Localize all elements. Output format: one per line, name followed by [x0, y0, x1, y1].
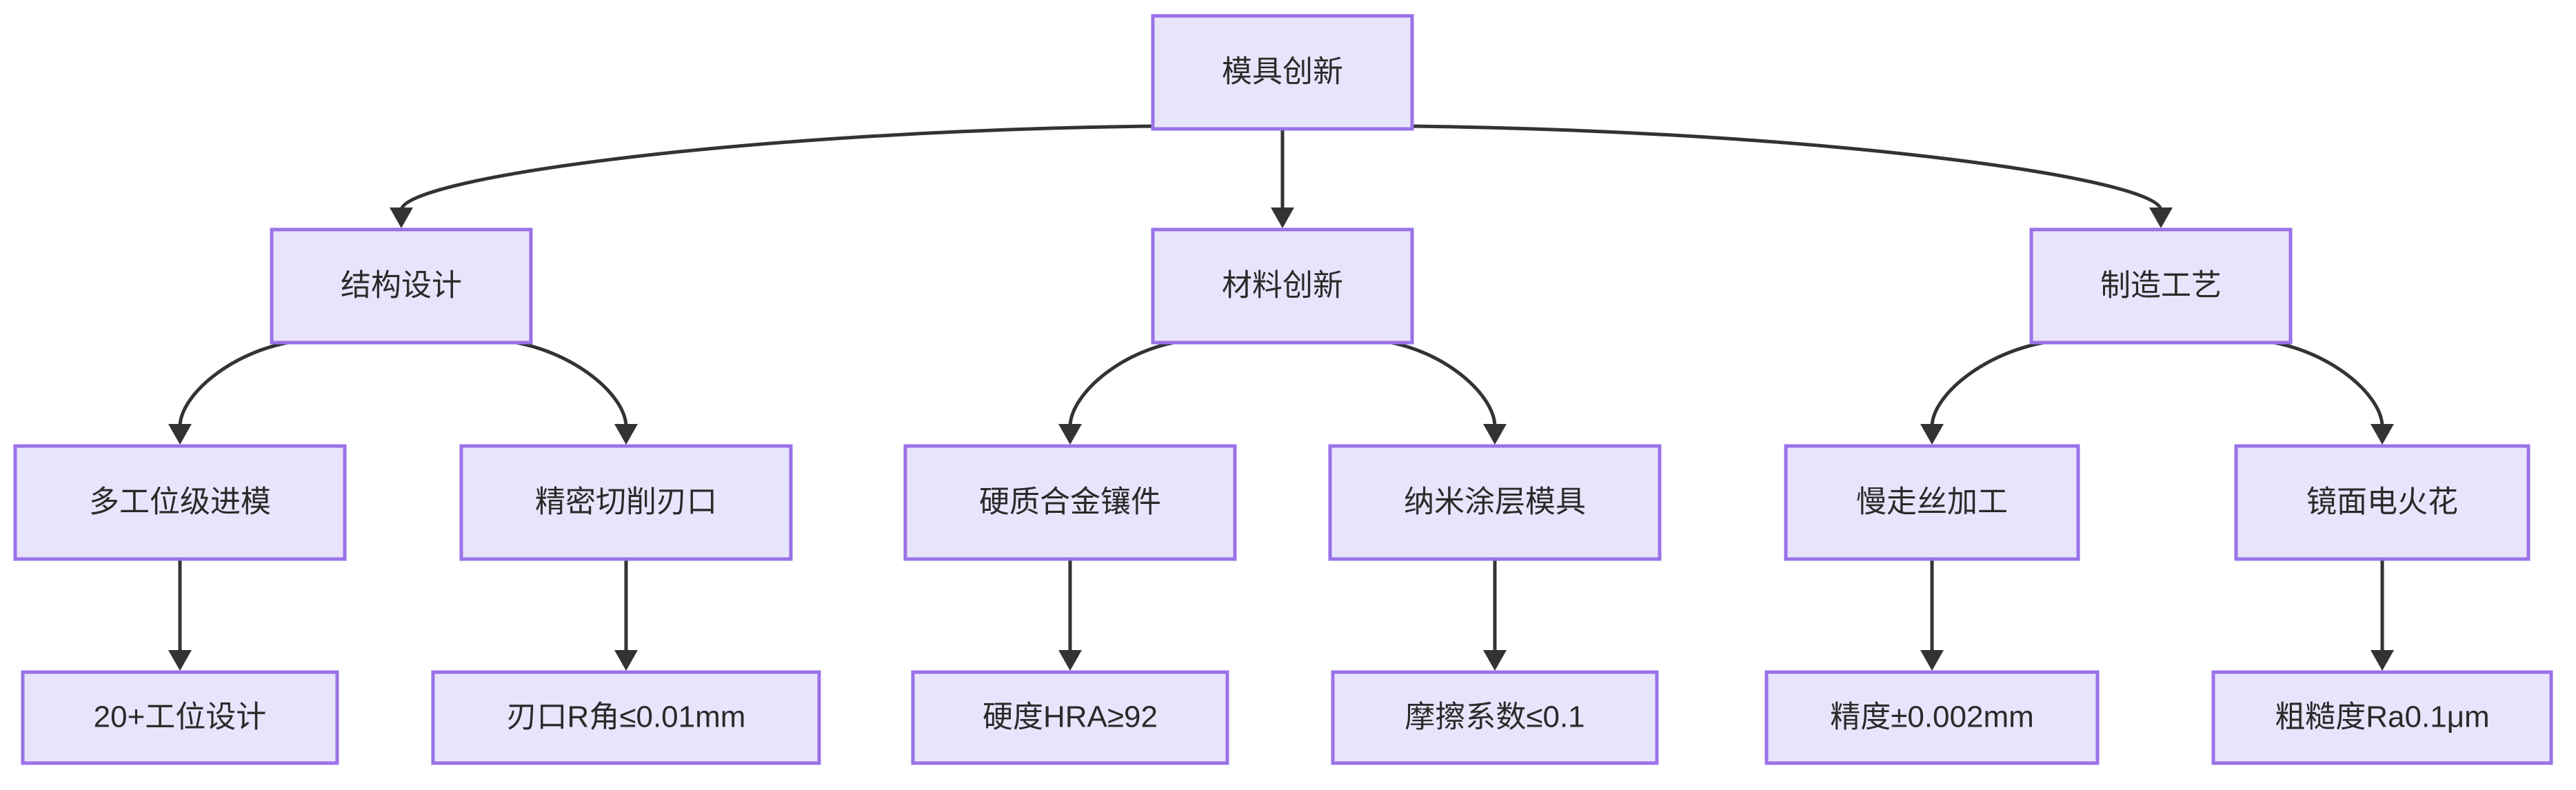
- edge-root-to-l2b: [1271, 129, 1294, 228]
- node-l3c[interactable]: 硬质合金镶件: [903, 444, 1237, 561]
- edge-l2c-to-l3e: [1920, 338, 2162, 445]
- node-label: 镜面电火花: [2306, 485, 2458, 519]
- edge-l3b-to-l4b: [614, 559, 638, 671]
- arrow-head-icon: [1483, 424, 1507, 445]
- node-box[interactable]: [1328, 444, 1662, 561]
- node-box[interactable]: [1151, 227, 1414, 345]
- arrow-head-icon: [1920, 424, 1944, 445]
- node-box[interactable]: [1151, 14, 1414, 131]
- edge-l2a-to-l3a: [168, 338, 402, 445]
- arrow-head-icon: [1920, 650, 1944, 671]
- arrow-head-icon: [2149, 207, 2173, 228]
- node-l4a[interactable]: 20+工位设计: [21, 670, 339, 765]
- node-box[interactable]: [903, 444, 1237, 561]
- arrow-head-icon: [1483, 650, 1507, 671]
- arrow-head-icon: [1271, 207, 1294, 228]
- node-label: 硬质合金镶件: [979, 485, 1161, 519]
- arrow-head-icon: [1058, 650, 1082, 671]
- node-box[interactable]: [1331, 670, 1659, 765]
- edge-l3e-to-l4e: [1920, 559, 1944, 671]
- edge-root-to-l2a: [390, 124, 1283, 228]
- arrow-head-icon: [2371, 424, 2394, 445]
- edges-layer: [168, 124, 2394, 671]
- node-l2b[interactable]: 材料创新: [1151, 227, 1414, 345]
- node-root[interactable]: 模具创新: [1151, 14, 1414, 131]
- node-box[interactable]: [2029, 227, 2293, 345]
- node-label: 20+工位设计: [94, 700, 267, 734]
- edge-l3f-to-l4f: [2371, 559, 2394, 671]
- arrow-head-icon: [168, 650, 192, 671]
- node-l3d[interactable]: 纳米涂层模具: [1328, 444, 1662, 561]
- node-box[interactable]: [1784, 444, 2080, 561]
- node-l2a[interactable]: 结构设计: [270, 227, 533, 345]
- edge-line: [1282, 124, 2163, 211]
- node-l4d[interactable]: 摩擦系数≤0.1: [1331, 670, 1659, 765]
- arrow-head-icon: [390, 207, 413, 228]
- edge-l2b-to-l3d: [1282, 338, 1507, 445]
- arrow-head-icon: [614, 650, 638, 671]
- node-label: 纳米涂层模具: [1404, 485, 1586, 519]
- node-label: 材料创新: [1222, 269, 1343, 303]
- node-label: 精度±0.002mm: [1830, 700, 2034, 734]
- node-box[interactable]: [270, 227, 533, 345]
- node-l2c[interactable]: 制造工艺: [2029, 227, 2293, 345]
- node-label: 慢走丝加工: [1856, 485, 2008, 519]
- node-l4c[interactable]: 硬度HRA≥92: [911, 670, 1229, 765]
- node-l3e[interactable]: 慢走丝加工: [1784, 444, 2080, 561]
- edge-l3d-to-l4d: [1483, 559, 1507, 671]
- edge-l3c-to-l4c: [1058, 559, 1082, 671]
- node-box[interactable]: [21, 670, 339, 765]
- arrow-head-icon: [1058, 424, 1082, 445]
- edge-line: [399, 124, 1283, 211]
- edge-l2c-to-l3f: [2160, 338, 2394, 445]
- node-label: 粗糙度Ra0.1μm: [2275, 700, 2489, 734]
- edge-l2a-to-l3b: [401, 338, 638, 445]
- node-label: 摩擦系数≤0.1: [1405, 700, 1584, 734]
- edge-root-to-l2c: [1282, 124, 2173, 228]
- node-l3f[interactable]: 镜面电火花: [2234, 444, 2530, 561]
- edge-line: [178, 338, 402, 427]
- edge-line: [1282, 338, 1497, 427]
- node-l4b[interactable]: 刃口R角≤0.01mm: [431, 670, 821, 765]
- node-label: 硬度HRA≥92: [983, 700, 1158, 734]
- node-l3a[interactable]: 多工位级进模: [13, 444, 347, 561]
- node-box[interactable]: [2234, 444, 2530, 561]
- node-box[interactable]: [1764, 670, 2100, 765]
- arrow-head-icon: [614, 424, 638, 445]
- edge-line: [1930, 338, 2162, 427]
- node-label: 精密切削刃口: [535, 485, 717, 519]
- node-label: 刃口R角≤0.01mm: [507, 700, 746, 734]
- arrow-head-icon: [168, 424, 192, 445]
- arrow-head-icon: [2371, 650, 2394, 671]
- node-box[interactable]: [431, 670, 821, 765]
- node-l4f[interactable]: 粗糙度Ra0.1μm: [2211, 670, 2553, 765]
- edge-l2b-to-l3c: [1058, 338, 1283, 445]
- edge-line: [2160, 338, 2384, 427]
- node-box[interactable]: [2211, 670, 2553, 765]
- node-box[interactable]: [459, 444, 793, 561]
- node-l3b[interactable]: 精密切削刃口: [459, 444, 793, 561]
- edge-line: [1068, 338, 1283, 427]
- node-label: 结构设计: [341, 269, 462, 303]
- node-box[interactable]: [13, 444, 347, 561]
- node-l4e[interactable]: 精度±0.002mm: [1764, 670, 2100, 765]
- node-label: 多工位级进模: [89, 485, 271, 519]
- edge-l3a-to-l4a: [168, 559, 192, 671]
- edge-line: [401, 338, 628, 427]
- node-label: 制造工艺: [2100, 269, 2222, 303]
- node-label: 模具创新: [1222, 55, 1343, 89]
- node-box[interactable]: [911, 670, 1229, 765]
